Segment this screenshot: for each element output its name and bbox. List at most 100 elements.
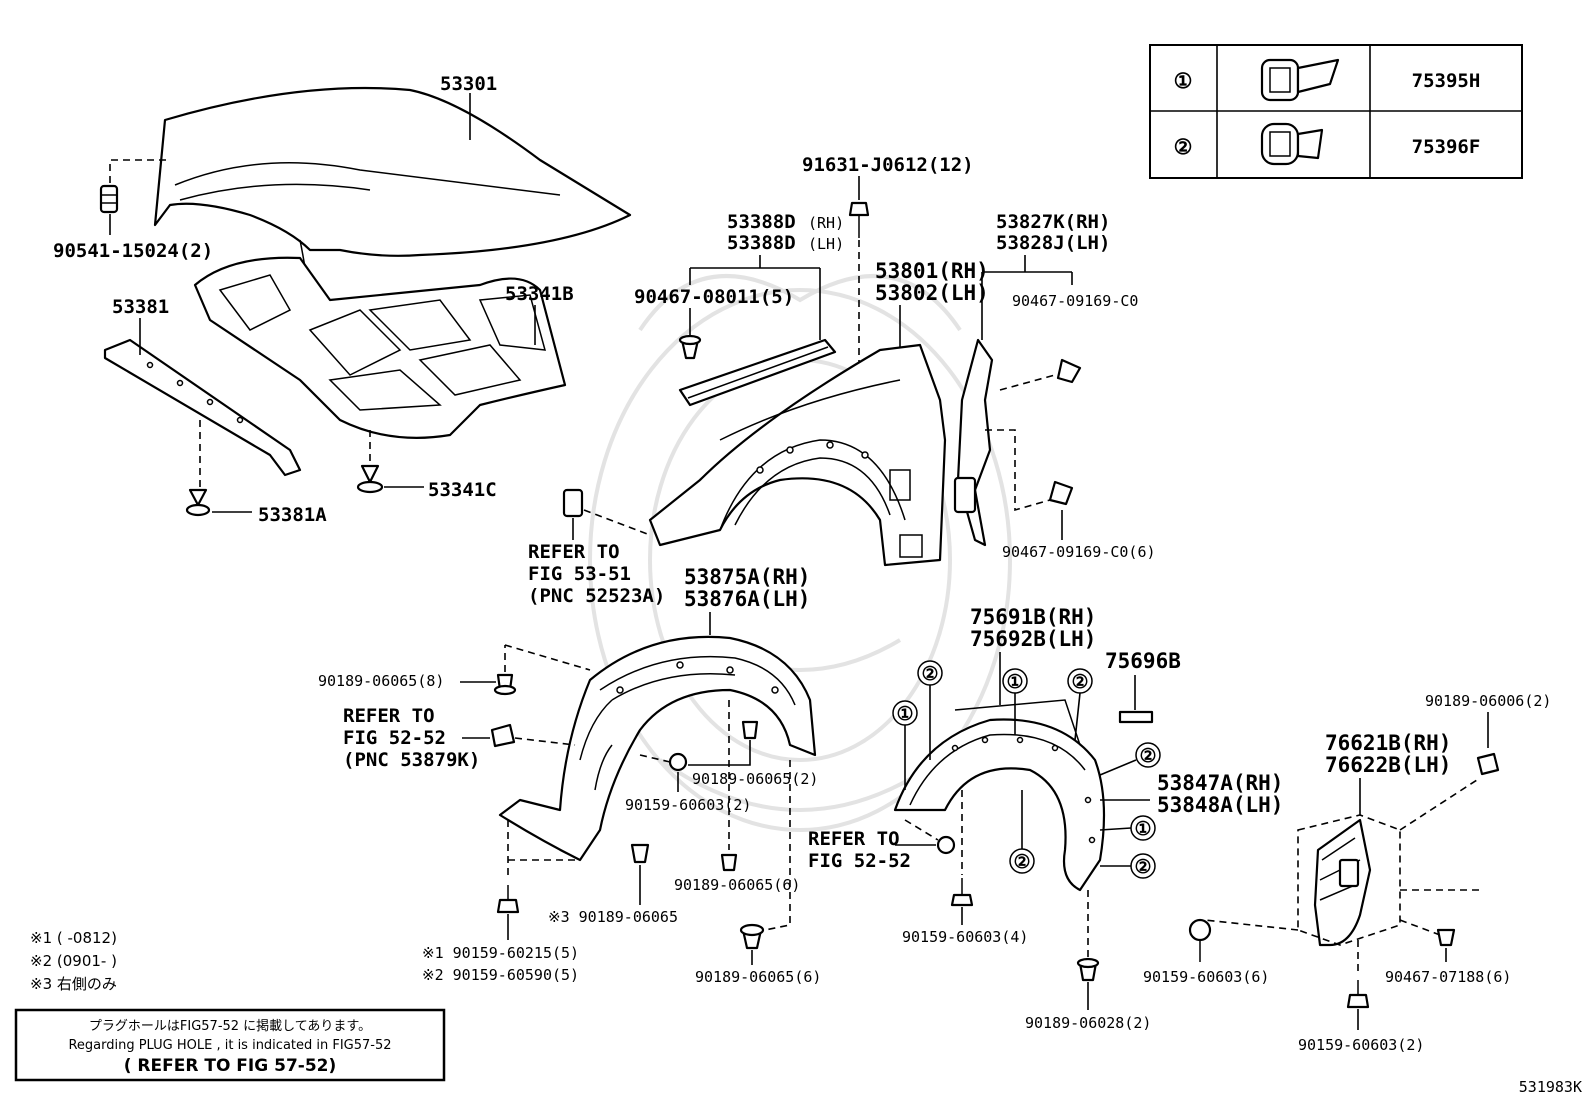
clip-icon (1260, 122, 1324, 166)
clip-legend-table: ① ② 75395H 75396F (1149, 44, 1523, 179)
label-53388d-lh: 53388D (727, 232, 796, 254)
label-53341c: 53341C (428, 479, 497, 501)
mud-guard (1313, 818, 1372, 947)
retainer-icon (490, 723, 516, 748)
label-53875a: 53875A(RH) (684, 565, 810, 589)
hood-seal-strip (103, 338, 302, 477)
push-clip-icon (741, 720, 759, 740)
plug-hole-note-box: プラグホールはFIG57-52 に掲載してあります。 Regarding PLU… (14, 1008, 446, 1082)
label-53381: 53381 (112, 296, 169, 318)
push-clip-icon (1476, 752, 1500, 776)
label-53388d-lh-suffix: (LH) (808, 235, 844, 253)
push-clip-icon (185, 488, 211, 517)
label-90467-07188: 90467-07188(6) (1385, 968, 1511, 986)
bolt-icon (1188, 918, 1212, 962)
push-clip-icon (493, 673, 517, 696)
clip-marker-2: ② (1067, 668, 1093, 694)
refer-52-52b-line2: FIG 52-52 (808, 850, 911, 872)
label-90467-09169-c0-6: 90467-09169-C0(6) (1002, 543, 1156, 561)
label-53802: 53802(LH) (875, 281, 989, 305)
refer-52-52-line1: REFER TO (343, 705, 435, 727)
legend-marker-1: ① (1174, 69, 1193, 93)
label-53388d-rh: 53388D (727, 211, 796, 233)
front-wheel-liner (498, 635, 817, 862)
label-75691b: 75691B(RH) (970, 605, 1096, 629)
note-line-2: Regarding PLUG HOLE , it is indicated in… (68, 1038, 391, 1053)
label-90189-06065-6a: 90189-06065(6) (674, 876, 800, 894)
hood-panel (153, 86, 632, 321)
footnote-2: ※2 (0901- ) (30, 952, 117, 970)
label-53301: 53301 (440, 73, 497, 95)
label-53341b: 53341B (505, 283, 574, 305)
label-53801: 53801(RH) (875, 259, 989, 283)
nut-icon (668, 752, 688, 772)
clip-marker-2: ② (917, 660, 943, 686)
label-53847a: 53847A(RH) (1157, 771, 1283, 795)
svg-text:①: ① (896, 703, 913, 725)
refer-53-51-line3: (PNC 52523A) (528, 585, 665, 607)
label-75696b: 75696B (1105, 649, 1181, 673)
footnote-1: ※1 ( -0812) (30, 929, 117, 947)
label-53828j: 53828J(LH) (996, 232, 1110, 254)
clip-marker-2: ② (1009, 848, 1035, 874)
clip-icon (1260, 58, 1340, 102)
hood-insulator (193, 256, 567, 439)
push-clip-icon (630, 843, 650, 864)
label-53876a: 53876A(LH) (684, 587, 810, 611)
footnote-3: ※3 右側のみ (30, 975, 117, 993)
legend-part-75396f: 75396F (1412, 136, 1481, 158)
label-90189-06065-6b: 90189-06065(6) (695, 968, 821, 986)
clip-nut-icon (562, 488, 584, 518)
push-clip-icon (356, 464, 384, 494)
bolt-icon (848, 201, 870, 238)
refer-52-52b-line1: REFER TO (808, 828, 900, 850)
push-clip-icon (678, 334, 702, 360)
svg-text:②: ② (1134, 856, 1151, 878)
note-line-1: プラグホールはFIG57-52 に掲載してあります。 (89, 1018, 371, 1034)
label-x2-90159-60590: ※2 90159-60590(5) (422, 966, 579, 984)
label-90541-15024: 90541-15024(2) (53, 240, 213, 262)
nut-icon (936, 835, 956, 855)
refer-52-52-line2: FIG 52-52 (343, 727, 446, 749)
svg-text:①: ① (1134, 818, 1151, 840)
svg-text:②: ② (1071, 671, 1088, 693)
label-x1-90159-60215: ※1 90159-60215(5) (422, 944, 579, 962)
label-90159-60603-4: 90159-60603(4) (902, 928, 1028, 946)
fender-flare (893, 699, 1106, 892)
note-line-3: ( REFER TO FIG 57-52) (124, 1056, 337, 1076)
refer-53-51-line1: REFER TO (528, 541, 620, 563)
push-clip-icon (739, 923, 765, 950)
push-clip-icon (1048, 480, 1074, 506)
label-x3-90189-06065: ※3 90189-06065 (548, 908, 678, 926)
push-clip-icon (1056, 358, 1082, 384)
bolt-icon (950, 878, 974, 907)
label-76622b: 76622B(LH) (1325, 753, 1451, 777)
push-clip-icon (720, 853, 738, 872)
fender-liner-panel (953, 338, 994, 547)
label-90159-60603-2: 90159-60603(2) (625, 796, 751, 814)
figure-id: 531983K (1519, 1078, 1582, 1096)
clip-marker-1: ① (1130, 815, 1156, 841)
legend-marker-2: ② (1174, 135, 1193, 159)
refer-53-51-line2: FIG 53-51 (528, 563, 631, 585)
label-90189-06065-8: 90189-06065(8) (318, 672, 444, 690)
refer-52-52-line3: (PNC 53879K) (343, 749, 480, 771)
label-90159-60603-2b: 90159-60603(2) (1298, 1036, 1424, 1054)
clip-marker-2: ② (1130, 853, 1156, 879)
label-90467-09169-c0: 90467-09169-C0 (1012, 292, 1138, 310)
label-53381a: 53381A (258, 504, 327, 526)
bolt-icon (496, 885, 520, 914)
label-76621b: 76621B(RH) (1325, 731, 1451, 755)
label-90189-06006: 90189-06006(2) (1425, 692, 1551, 710)
label-53827k: 53827K(RH) (996, 211, 1110, 233)
label-53848a: 53848A(LH) (1157, 793, 1283, 817)
emblem-plate (1118, 710, 1154, 724)
label-53388d-rh-suffix: (RH) (808, 214, 844, 232)
label-90467-08011: 90467-08011(5) (634, 286, 794, 308)
bolt-icon (1346, 980, 1370, 1009)
label-75692b: 75692B(LH) (970, 627, 1096, 651)
clip-marker-2: ② (1135, 742, 1161, 768)
push-clip-icon (1076, 957, 1100, 982)
bumper-cushion-icon (99, 184, 119, 214)
